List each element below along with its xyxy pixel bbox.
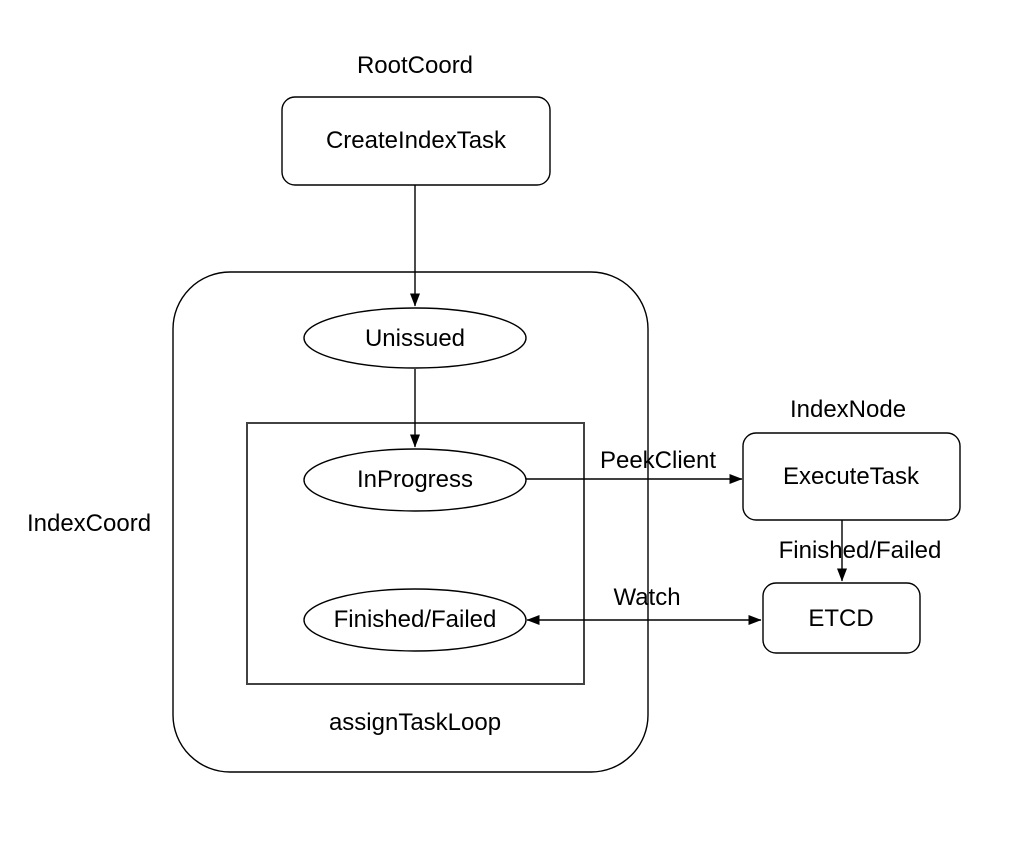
finished-failed-label: Finished/Failed	[333, 606, 497, 634]
execute-task-label: ExecuteTask	[782, 463, 920, 491]
in-progress-node	[303, 448, 527, 512]
unissued-node	[303, 307, 527, 369]
etcd-label: ETCD	[808, 605, 874, 633]
index-node-label: IndexNode	[789, 396, 907, 424]
root-coord-label: RootCoord	[356, 52, 474, 80]
create-index-task-label: CreateIndexTask	[325, 127, 507, 155]
create-index-task-node	[281, 96, 551, 186]
assign-task-loop-label: assignTaskLoop	[328, 709, 502, 737]
finished-failed-node	[303, 588, 527, 652]
watch-edge-label: Watch	[613, 584, 681, 612]
etcd-node	[762, 582, 921, 654]
execute-task-node	[742, 432, 961, 521]
index-coord-label: IndexCoord	[26, 510, 152, 538]
in-progress-label: InProgress	[356, 466, 474, 494]
peek-client-edge-label: PeekClient	[599, 447, 717, 475]
index-coord-container	[172, 271, 649, 773]
unissued-label: Unissued	[364, 325, 466, 353]
finished-failed-edge-label: Finished/Failed	[778, 537, 942, 565]
